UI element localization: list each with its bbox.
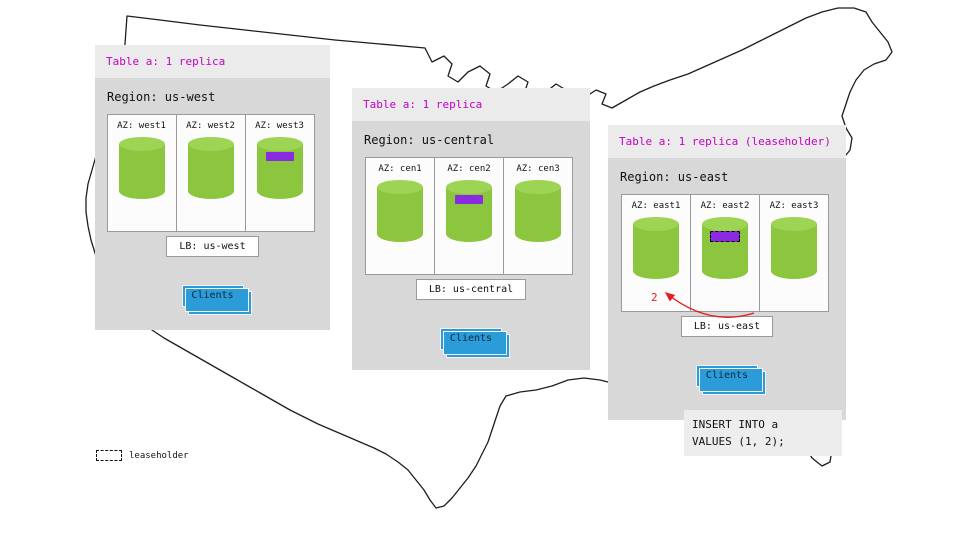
cylinder-top [256,137,303,151]
clients-box-us-east: Clients [696,364,758,387]
replica-range-marker [455,195,483,204]
az-label: AZ: west1 [117,121,166,131]
clients-label: Clients [705,370,749,381]
cylinder-top [515,180,561,194]
table-replica-label: Table a: 1 replica (leaseholder) [619,135,831,148]
az-row: AZ: cen1 AZ: cen2 AZ: cen3 [365,157,577,275]
az-west3: AZ: west3 [244,114,315,232]
database-cylinder-icon [187,137,234,199]
cylinder-top [118,137,165,151]
panel-us-east: Table a: 1 replica (leaseholder) Region:… [608,125,846,420]
database-cylinder-icon [771,217,817,279]
az-label: AZ: east3 [769,201,819,211]
az-cen1: AZ: cen1 [365,157,435,275]
legend: leaseholder [96,450,189,461]
az-label: AZ: west3 [255,121,304,131]
panel-body-us-east: Region: us-east AZ: east1 AZ: east2 [608,158,846,420]
panel-header-us-west: Table a: 1 replica [95,45,330,78]
database-cylinder-icon [702,217,748,279]
clients-label: Clients [191,290,234,301]
database-cylinder-icon [256,137,303,199]
leaseholder-dashed-swatch-icon [96,450,122,461]
table-replica-label: Table a: 1 replica [363,98,483,111]
panel-header-us-east: Table a: 1 replica (leaseholder) [608,125,846,158]
cylinder-top [702,217,748,231]
clients-label: Clients [449,333,493,344]
panel-body-us-west: Region: us-west AZ: west1 AZ: west2 [95,78,330,330]
leaseholder-range-marker [710,231,740,242]
az-label: AZ: east1 [631,201,681,211]
az-east1: AZ: east1 [621,194,691,312]
database-cylinder-icon [377,180,423,242]
cylinder-top [771,217,817,231]
panel-header-us-central: Table a: 1 replica [352,88,590,121]
az-east2: AZ: east2 [690,194,760,312]
sql-line-2: VALUES (1, 2); [692,435,785,449]
load-balancer-us-west: LB: us-west [166,236,259,257]
replica-range-marker [265,152,294,161]
az-label: AZ: cen2 [447,164,491,174]
database-cylinder-icon [515,180,561,242]
cylinder-body [377,187,423,242]
panel-us-central: Table a: 1 replica Region: us-central AZ… [352,88,590,370]
region-title: Region: us-central [364,133,495,147]
cylinder-top [187,137,234,151]
cylinder-top [446,180,492,194]
clients-box-us-central: Clients [440,327,502,350]
az-east3: AZ: east3 [759,194,829,312]
load-balancer-us-central: LB: us-central [415,279,527,300]
cylinder-top [377,180,423,194]
database-cylinder-icon [446,180,492,242]
legend-label: leaseholder [129,450,189,461]
cylinder-body [771,224,817,279]
az-label: AZ: cen3 [516,164,560,174]
az-row: AZ: east1 AZ: east2 AZ: east3 [621,194,833,312]
region-title: Region: us-east [620,170,729,184]
region-title: Region: us-west [107,90,216,104]
panel-body-us-central: Region: us-central AZ: cen1 AZ: cen2 [352,121,590,370]
database-cylinder-icon [633,217,679,279]
cylinder-top [633,217,679,231]
cylinder-body [187,144,234,199]
panel-us-west: Table a: 1 replica Region: us-west AZ: w… [95,45,330,330]
database-cylinder-icon [118,137,165,199]
sql-line-1: INSERT INTO a [692,418,779,431]
az-west2: AZ: west2 [175,114,246,232]
az-label: AZ: cen1 [378,164,422,174]
cylinder-body [118,144,165,199]
az-row: AZ: west1 AZ: west2 AZ: west3 [106,114,319,232]
az-label: AZ: west2 [186,121,235,131]
clients-box-us-west: Clients [181,284,244,307]
az-cen2: AZ: cen2 [434,157,504,275]
az-label: AZ: east2 [700,201,750,211]
load-balancer-us-east: LB: us-east [680,316,774,337]
cylinder-body [633,224,679,279]
sql-statement-box: INSERT INTO a VALUES (1, 2); [684,410,842,456]
cylinder-body [515,187,561,242]
az-west1: AZ: west1 [106,114,177,232]
az-cen3: AZ: cen3 [503,157,573,275]
table-replica-label: Table a: 1 replica [106,55,226,68]
